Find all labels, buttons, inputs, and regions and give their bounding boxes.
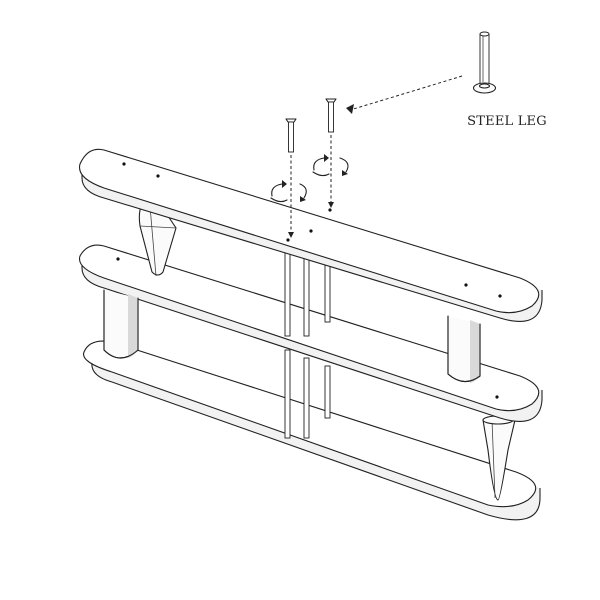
connector-rods-lower: [284, 349, 331, 439]
callout-leader: [346, 75, 463, 114]
cone-leg-upper-left: [138, 203, 177, 277]
bottom-shelf: [83, 340, 541, 521]
screw-right: [325, 98, 337, 133]
rotate-icon: [312, 154, 349, 177]
insertion-guide-lines: [288, 135, 334, 238]
cylinder-leg-left: [103, 289, 139, 359]
steel-leg-label: STEEL LEG: [467, 114, 547, 129]
steel-leg-part: [472, 31, 497, 94]
rotate-icon: [270, 180, 307, 203]
connector-rods-upper: [284, 247, 331, 337]
cylinder-leg-right: [447, 315, 481, 383]
screw-left: [285, 118, 297, 153]
top-shelf: [78, 148, 543, 322]
